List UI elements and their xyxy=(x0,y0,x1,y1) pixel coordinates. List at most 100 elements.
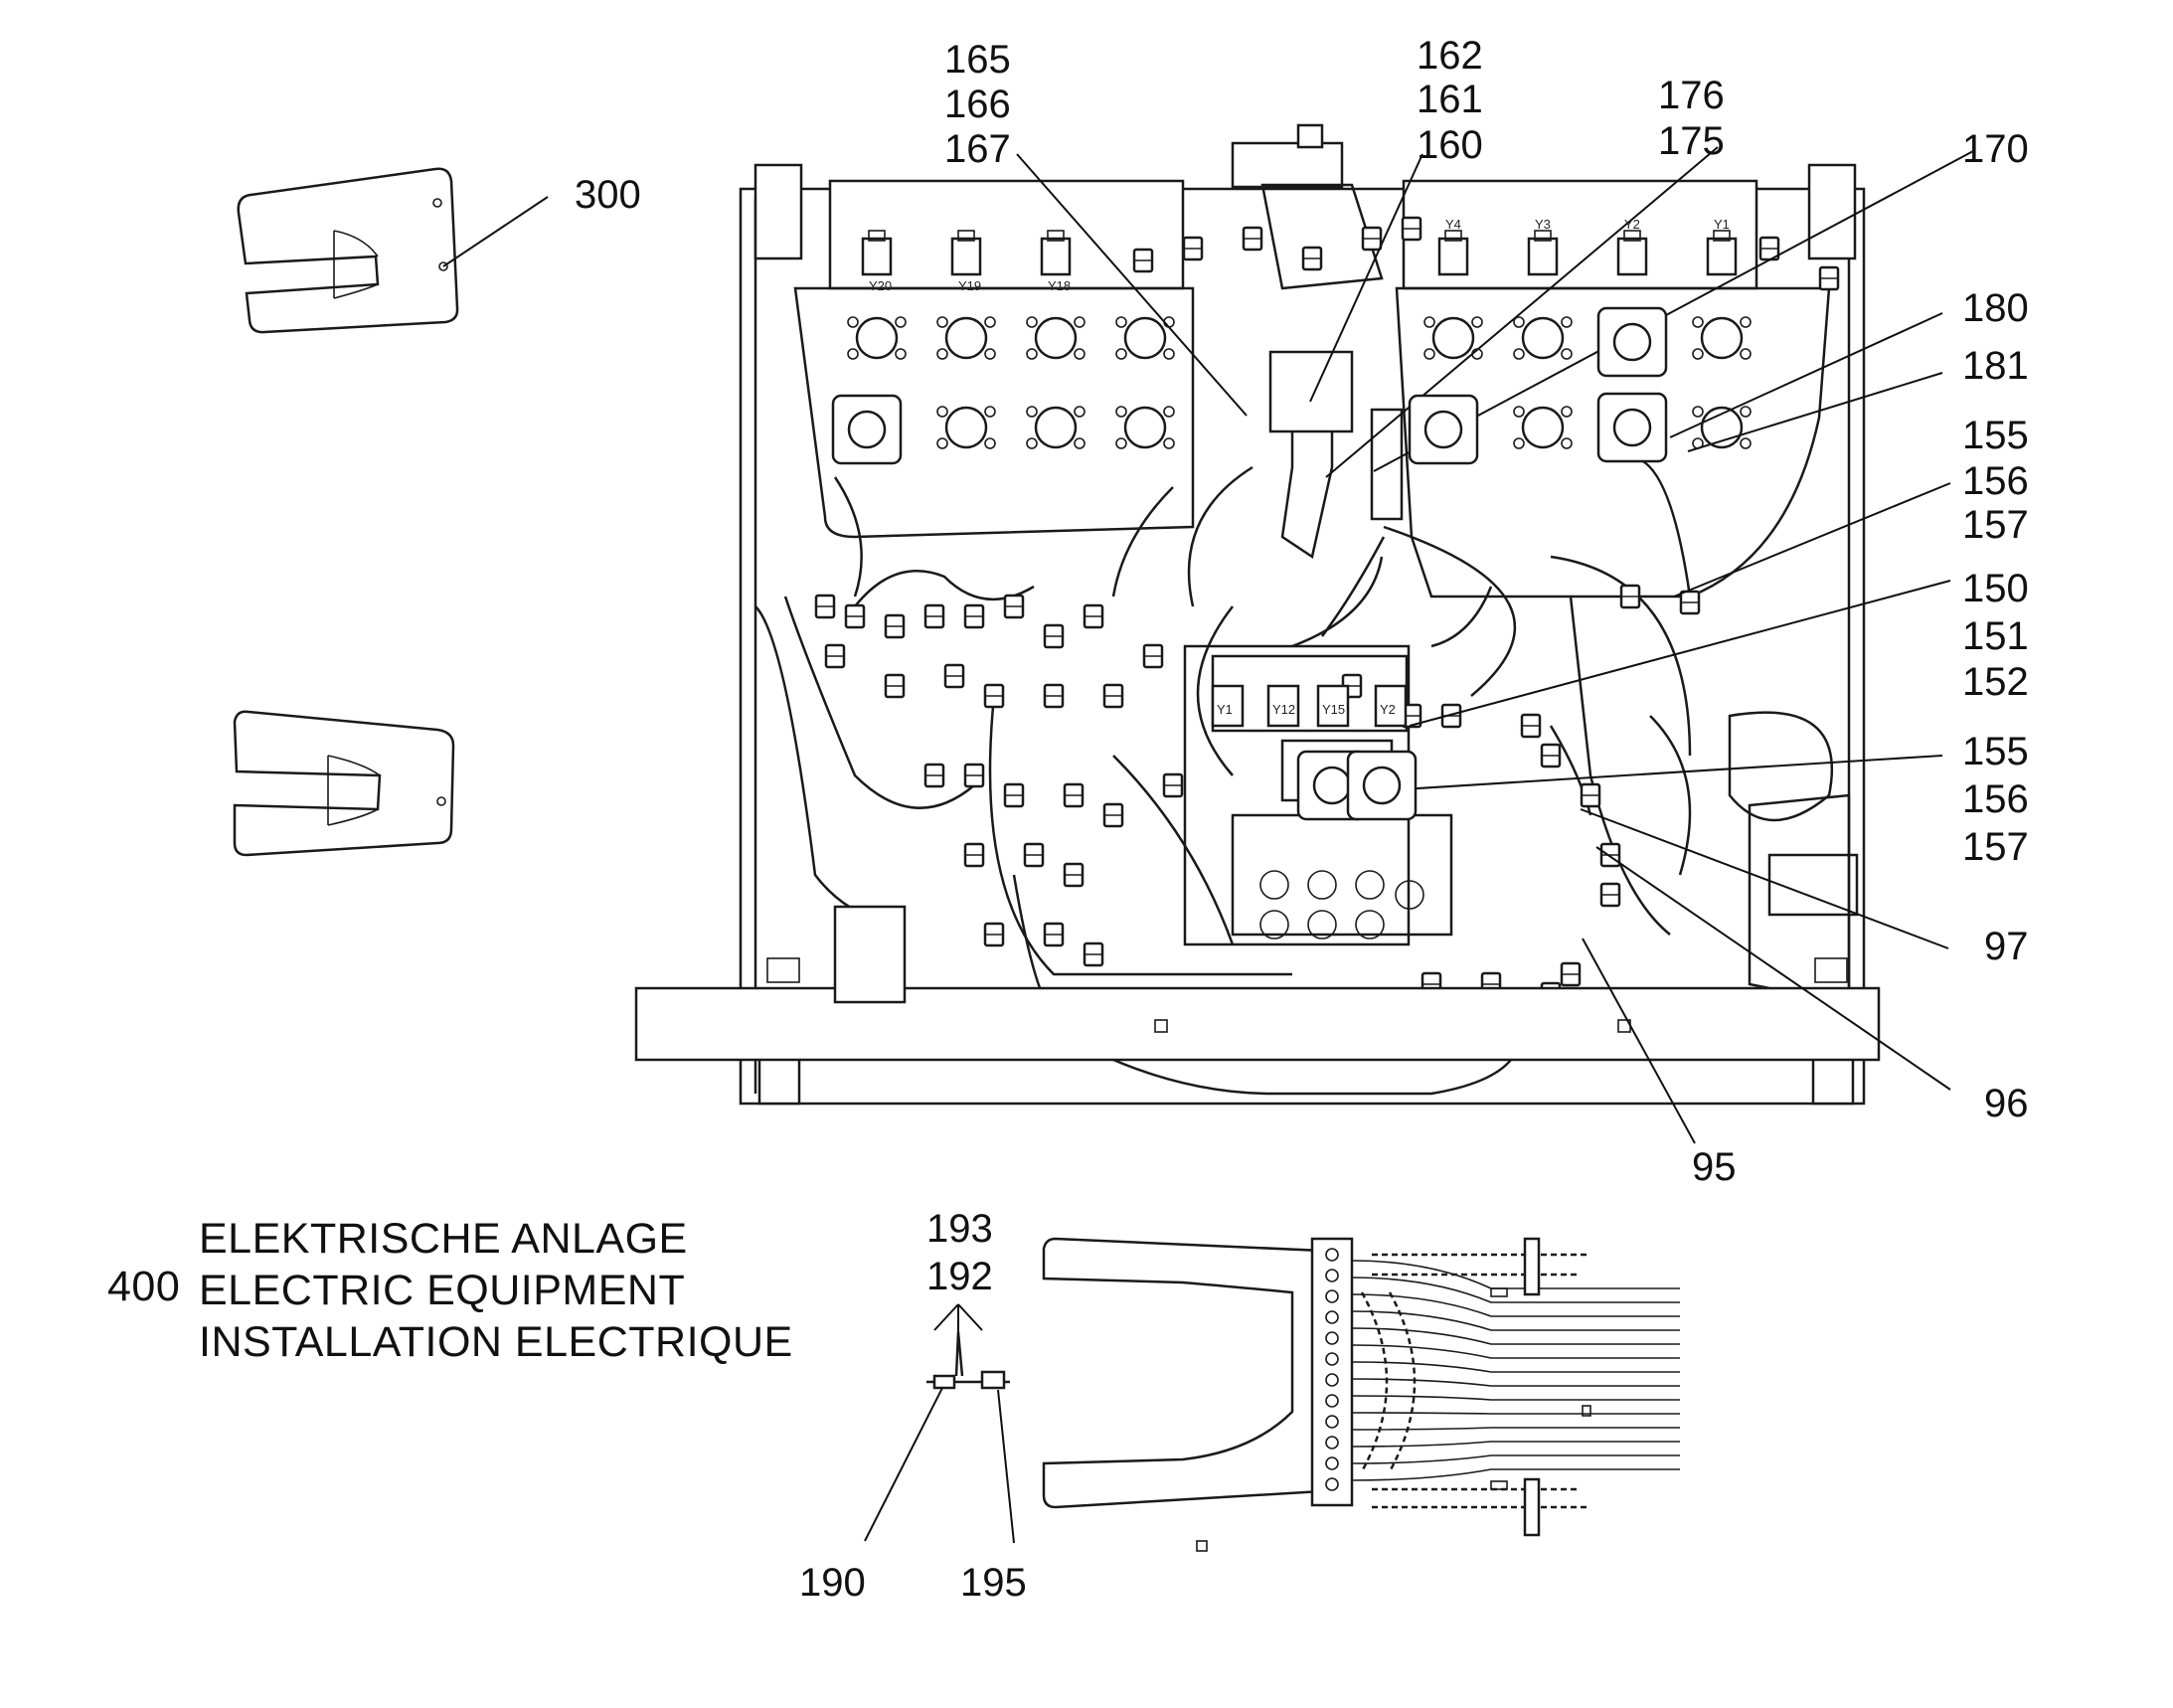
bolt-hole xyxy=(984,406,996,418)
connector-pin xyxy=(1325,1415,1339,1429)
callout-156-lower: 156 xyxy=(1962,777,2029,821)
bolt-hole xyxy=(895,316,907,328)
callout-161: 161 xyxy=(1417,78,1483,121)
front-beam xyxy=(634,905,1881,1096)
valve-label: Y3 xyxy=(1535,217,1551,232)
harness-wire xyxy=(1351,1327,1680,1345)
bolt-hole xyxy=(936,437,948,449)
connector-pin xyxy=(1325,1310,1339,1324)
harness-wire xyxy=(1351,1361,1680,1373)
harness-wire xyxy=(1351,1378,1680,1387)
flange-bore xyxy=(847,410,887,449)
harness-wire xyxy=(1351,1293,1680,1317)
connector-pin xyxy=(1325,1248,1339,1262)
connector-pin xyxy=(1325,1289,1339,1303)
bolt-hole xyxy=(1513,348,1525,360)
valve-label: Y15 xyxy=(1322,702,1345,717)
valve-label: Y19 xyxy=(958,278,981,293)
valve-label: Y12 xyxy=(1272,702,1295,717)
valve-label: Y4 xyxy=(1445,217,1461,232)
solenoid-coil xyxy=(1374,684,1408,728)
callout-157-upper: 157 xyxy=(1962,503,2029,547)
harness-wire xyxy=(1351,1260,1680,1289)
callout-162: 162 xyxy=(1417,34,1483,78)
bolt-hole xyxy=(1163,437,1175,449)
cable-harness xyxy=(1042,1237,1680,1552)
bolt-hole xyxy=(1423,348,1435,360)
machine-frame xyxy=(739,163,1866,1106)
bolt-hole xyxy=(1163,316,1175,328)
harness-wire xyxy=(1351,1427,1680,1431)
solenoid-coil xyxy=(861,237,893,276)
bolt-hole xyxy=(1074,348,1086,360)
bolt-hole xyxy=(984,316,996,328)
callout-170: 170 xyxy=(1962,127,2029,171)
bolt-hole xyxy=(1692,437,1704,449)
flange-bore xyxy=(1612,408,1652,447)
callout-152: 152 xyxy=(1962,660,2029,704)
port xyxy=(1307,910,1337,939)
port xyxy=(1307,870,1337,900)
bolt-hole xyxy=(1115,348,1127,360)
callout-166: 166 xyxy=(944,83,1011,126)
callout-151: 151 xyxy=(1962,614,2029,658)
harness-wire xyxy=(1351,1344,1680,1359)
port xyxy=(1521,406,1565,449)
connector-pin xyxy=(1325,1352,1339,1366)
bolt-hole xyxy=(1513,406,1525,418)
solenoid-coil xyxy=(1437,237,1469,276)
solenoid-cap xyxy=(868,230,886,242)
valve-label: Y1 xyxy=(1714,217,1730,232)
callout-165: 165 xyxy=(944,38,1011,82)
harness-wire xyxy=(1351,1454,1680,1464)
valve-block-left xyxy=(793,179,1195,539)
callout-176: 176 xyxy=(1658,74,1725,117)
callout-195: 195 xyxy=(960,1561,1027,1605)
central-valve-column xyxy=(1231,123,1404,560)
bolt-hole xyxy=(1074,437,1086,449)
flange xyxy=(1346,750,1418,821)
bolt-hole xyxy=(847,348,859,360)
callout-96: 96 xyxy=(1984,1082,2029,1125)
port xyxy=(944,406,988,449)
title-line-en: ELECTRIC EQUIPMENT xyxy=(199,1267,686,1314)
bolt-hole xyxy=(1115,437,1127,449)
callout-190: 190 xyxy=(799,1561,866,1605)
callout-156-upper: 156 xyxy=(1962,459,2029,503)
flange-bore xyxy=(1362,766,1402,805)
key-tag-upper xyxy=(237,167,459,334)
callout-180: 180 xyxy=(1962,286,2029,330)
callout-181: 181 xyxy=(1962,344,2029,388)
port xyxy=(1700,406,1744,449)
harness-wire xyxy=(1351,1412,1680,1415)
bolt-hole xyxy=(1423,316,1435,328)
connector-pin xyxy=(1325,1331,1339,1345)
callout-155-upper: 155 xyxy=(1962,414,2029,457)
bolt-hole xyxy=(1513,437,1525,449)
bolt-hole xyxy=(1740,406,1752,418)
harness-wire xyxy=(1351,1277,1680,1303)
solenoid-cap xyxy=(1623,230,1641,242)
bolt-hole xyxy=(984,437,996,449)
callout-167: 167 xyxy=(944,127,1011,171)
callout-193: 193 xyxy=(926,1207,993,1251)
callout-160: 160 xyxy=(1417,123,1483,167)
connector-pin xyxy=(1325,1477,1339,1491)
connector-pin xyxy=(1325,1394,1339,1408)
braided-cable xyxy=(1388,1291,1417,1472)
port xyxy=(1123,406,1167,449)
bolt-hole xyxy=(984,348,996,360)
harness-wire xyxy=(1351,1468,1680,1481)
solenoid-cap xyxy=(1047,230,1065,242)
harness-wire xyxy=(1351,1395,1680,1401)
solenoid-coil xyxy=(1706,237,1738,276)
flange xyxy=(1408,394,1479,465)
port xyxy=(1521,316,1565,360)
valve-ports xyxy=(831,306,1752,939)
key-tag-lower xyxy=(233,710,455,857)
callout-192: 192 xyxy=(926,1255,993,1298)
flange xyxy=(1596,306,1668,378)
callout-157-lower: 157 xyxy=(1962,825,2029,869)
bolt-hole xyxy=(1115,406,1127,418)
